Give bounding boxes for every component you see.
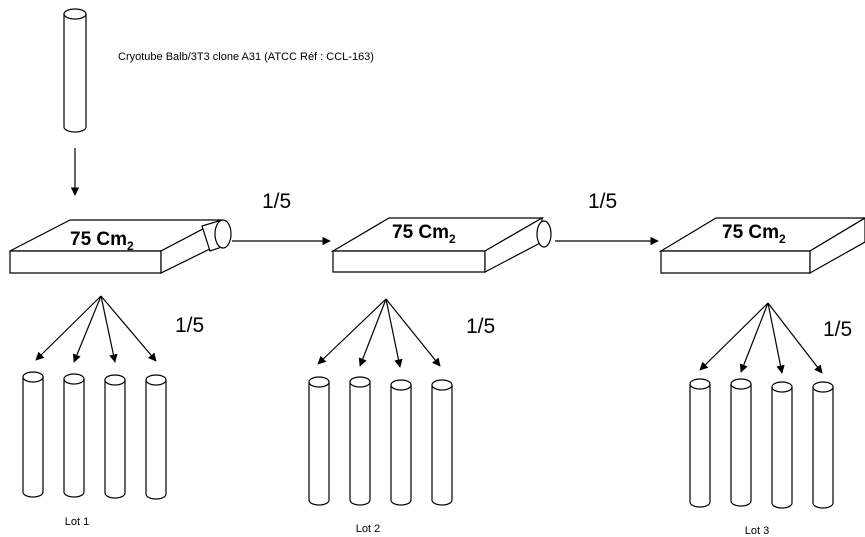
tube-group-lot-1 [22, 371, 167, 500]
tube [431, 379, 453, 506]
tube [104, 374, 126, 499]
lot-3-label: Lot 3 [745, 525, 769, 537]
tube [689, 378, 711, 508]
tube-group-lot-2 [308, 376, 453, 506]
tube-group-lot-3 [689, 378, 834, 509]
aliquot-ratio-2: 1/5 [466, 315, 495, 338]
tube [145, 374, 167, 500]
lot-1-label: Lot 1 [65, 516, 89, 528]
tube [771, 381, 793, 509]
cryotube-source [63, 8, 87, 133]
flask-3-area-label: 75 Cm2 [722, 222, 786, 246]
aliquot-ratio-3: 1/5 [823, 318, 852, 341]
tube [63, 373, 85, 498]
tube [390, 379, 412, 506]
fan-arrows-lot-1 [35, 295, 157, 363]
cryotube-label: Cryotube Balb/3T3 clone A31 (ATCC Réf : … [118, 51, 374, 63]
lot-2-label: Lot 2 [356, 523, 380, 535]
tube [22, 371, 44, 498]
fan-arrows-lot-2 [317, 298, 441, 368]
fan-arrows-lot-3 [699, 302, 823, 374]
transfer-ratio-1: 1/5 [262, 190, 291, 213]
tube [812, 381, 834, 509]
transfer-ratio-2: 1/5 [588, 190, 617, 213]
flask-2-area-label: 75 Cm2 [392, 222, 456, 246]
flask-2 [330, 216, 552, 273]
flask-1 [9, 219, 232, 274]
tube [308, 376, 330, 506]
flask-3 [658, 217, 865, 275]
flask-1-area-label: 75 Cm2 [70, 229, 134, 253]
aliquot-ratio-1: 1/5 [175, 314, 204, 337]
tube [349, 376, 371, 506]
tube [730, 378, 752, 507]
